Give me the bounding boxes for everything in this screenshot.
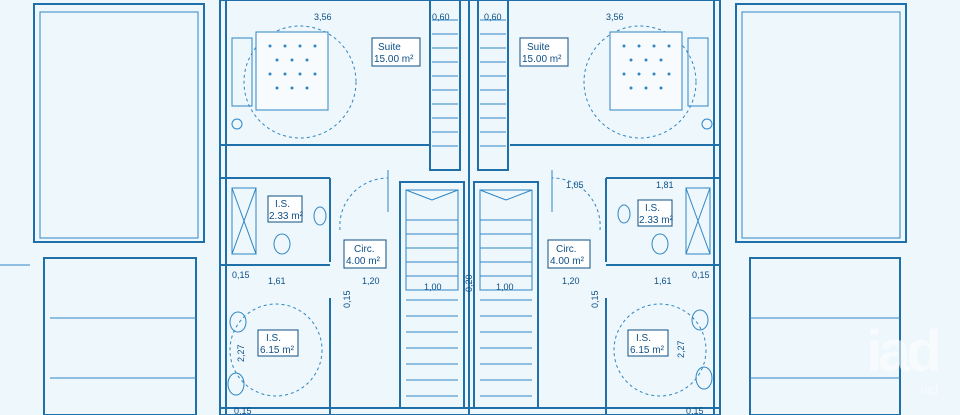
right-lower-block [749,257,901,415]
shower-right [685,187,711,255]
door-swing-left [339,177,389,231]
toilet-lower-right [691,309,709,331]
dim-top-right: 3,56 [606,12,624,22]
is-upper-left-name: I.S. [275,199,290,210]
shaft-right-treads [480,19,506,147]
circ-right-area: 4.00 m² [550,256,585,267]
dim-top-left: 3,56 [314,12,332,22]
circ-left-area: 4.00 m² [346,256,381,267]
main-walls [219,0,721,415]
turning-circle-left [229,303,323,397]
stair-right-steps [479,189,533,397]
stair-right [473,181,539,409]
toilet-upper-left [273,233,291,255]
bed-left-pattern [268,44,317,90]
shaft-left-treads [432,19,458,147]
label-box-suite-left [371,37,421,67]
toilet-lower-left [229,311,247,333]
label-box-is-lower-right [627,329,669,357]
turning-circle-right [613,303,707,397]
shower-left [231,187,257,255]
shaft-left [429,0,461,171]
sink-upper-right [617,204,631,224]
suite-left-name: Suite [378,42,401,53]
shower-left-x2 [231,187,257,255]
suite-right-name: Suite [527,42,550,53]
label-box-circ-right [547,239,591,269]
is-lower-left-area: 6.15 m² [260,345,295,356]
circ-right-name: Circ. [556,244,577,255]
wardrobe-right [687,37,709,107]
dim-circ-left: 1,20 [362,276,380,286]
right-upper-block [735,3,907,243]
dim-shaft-left: 0,60 [432,12,450,22]
dim-bottom-right: 0,15 [686,406,704,415]
rug-left [243,25,357,139]
is-lower-right-name: I.S. [636,333,651,344]
is-upper-right-name: I.S. [645,203,660,214]
dim-center-wall: 0,20 [464,274,474,292]
dim-vertical-left: 2,27 [236,344,246,362]
wardrobe-left [231,37,253,107]
left-upper-inner [39,11,199,239]
shower-right-x2 [685,187,711,255]
iad-logo-watermark: iad [866,319,942,384]
shaft-right [477,0,509,171]
rug-right [583,25,697,139]
sink-lower-left [227,372,245,396]
right-upper-inner [741,11,901,239]
sink-upper-left [313,206,327,226]
stair-right-upper [479,189,533,291]
is-upper-left-area: 2.33 m² [269,211,304,222]
dim-lower-right-a: 0,15 [692,270,710,280]
stair-left-steps [405,189,459,397]
dim-lower-left-a: 0,15 [232,270,250,280]
suite-right-area: 15.00 m² [522,54,562,65]
left-upper-block [33,3,205,243]
stair-left [399,181,465,409]
iad-watermark-text: iad [920,382,938,397]
dim-door-right: 1,05 [566,180,584,190]
label-box-circ-left [343,239,387,269]
lamp-left [231,118,243,130]
is-lower-right-area: 6.15 m² [630,345,665,356]
label-box-is-upper-left [267,195,303,223]
dim-circ-right: 1,20 [562,276,580,286]
is-lower-left-name: I.S. [266,333,281,344]
dim-stair-right: 1,00 [496,282,514,292]
dim-vertical-right: 2,27 [676,340,686,358]
dim-shaft-right: 0,60 [484,12,502,22]
sink-lower-right [695,366,713,390]
stair-left-upper [405,189,459,291]
circ-left-name: Circ. [354,244,375,255]
label-box-is-lower-left [257,329,299,357]
dim-stair-left: 1,00 [424,282,442,292]
is-upper-right-area: 2.33 m² [639,215,674,226]
dim-lower-left-b: 1,61 [268,276,286,286]
bed-right-pattern [622,44,671,90]
label-box-suite-right [519,37,569,67]
lamp-right [701,118,713,130]
label-box-is-upper-right [637,199,673,227]
bed-left [255,31,329,111]
toilet-upper-right [651,233,669,255]
dim-side-left: 0,15 [342,290,352,308]
bed-right [609,31,683,111]
left-lower-block [43,257,197,415]
dim-side-right: 0,15 [590,290,600,308]
dim-wc-right: 1,81 [656,180,674,190]
suite-left-area: 15.00 m² [374,54,414,65]
dim-bottom-left: 0,15 [234,406,252,415]
dim-lower-right-b: 1,61 [654,276,672,286]
